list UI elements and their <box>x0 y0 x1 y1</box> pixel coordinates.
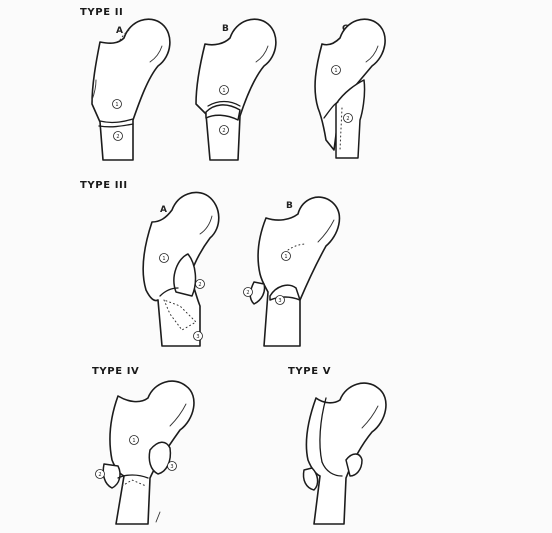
fragment-number-2: 2 <box>198 282 201 288</box>
femur-type-ii-c <box>315 19 385 158</box>
fragment-number-2: 2 <box>222 128 225 134</box>
fragment-number-1: 1 <box>222 88 225 94</box>
femur-type-ii-a <box>92 19 170 160</box>
femur-type-iii-b <box>250 197 339 346</box>
fragment-number-1: 1 <box>334 68 337 74</box>
femur-type-ii-b <box>196 19 276 160</box>
femur-type-v <box>303 383 385 524</box>
fragment-number-2: 2 <box>116 134 119 140</box>
fragment-number-1: 1 <box>284 254 287 260</box>
fragment-number-3: 3 <box>278 298 281 304</box>
femur-type-iii-a <box>143 192 219 346</box>
fragment-number-3: 3 <box>170 464 173 470</box>
fragment-number-2: 2 <box>246 290 249 296</box>
fragment-number-3: 3 <box>196 334 199 340</box>
fragment-number-2: 2 <box>98 472 101 478</box>
pen-mark <box>156 512 160 522</box>
fragment-number-1: 1 <box>162 256 165 262</box>
fragment-number-1: 1 <box>132 438 135 444</box>
fragment-number-1: 1 <box>115 102 118 108</box>
fragment-number-2: 2 <box>346 116 349 122</box>
femur-type-iv <box>103 381 194 524</box>
